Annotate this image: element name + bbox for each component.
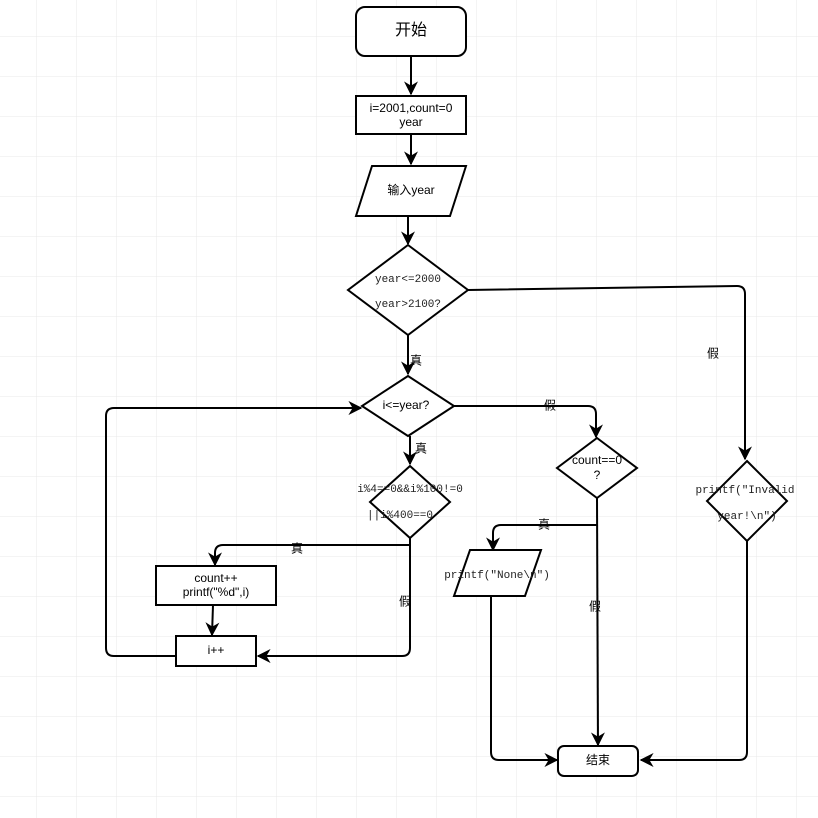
count-print-node[interactable]: count++ printf("%d",i) xyxy=(155,565,277,606)
edge-leap-false xyxy=(256,545,411,663)
loop-condition-node[interactable]: i<=year? xyxy=(360,374,456,438)
count-label-2: printf("%d",i) xyxy=(183,585,250,599)
range-label-2: year>2100? xyxy=(375,299,441,311)
leap-label-1: i%4==0&&i%100!=0 xyxy=(357,484,463,496)
count-zero-node[interactable]: count==0 ? xyxy=(555,436,639,500)
none-label: printf("None\n") xyxy=(444,570,550,582)
leap-label-2: ||i%400==0 xyxy=(367,510,433,522)
label-range-false: 假 xyxy=(707,347,719,361)
label-range-true: 真 xyxy=(410,354,422,368)
edge-invalid-end xyxy=(639,541,748,767)
input-node[interactable]: 输入year xyxy=(354,165,468,217)
edge-zero-false xyxy=(590,497,605,747)
invalid-node[interactable]: printf("Invalid year!\n") xyxy=(695,459,795,543)
zero-label-1: count==0 xyxy=(572,453,622,467)
edge-labels: 假 真 真 假 真 假 真 假 xyxy=(291,347,719,614)
count-label-1: count++ xyxy=(194,571,237,585)
zero-label-2: ? xyxy=(594,468,601,482)
edge-none-end xyxy=(490,596,559,767)
init-label-1: i=2001,count=0 xyxy=(370,101,453,115)
edge-loop-back xyxy=(105,401,363,657)
increment-label: i++ xyxy=(208,643,225,657)
label-loop-false: 假 xyxy=(544,399,556,413)
edge-range-false xyxy=(467,284,752,461)
increment-node[interactable]: i++ xyxy=(175,635,257,667)
label-loop-true: 真 xyxy=(415,442,427,456)
start-node[interactable]: 开始 xyxy=(355,6,467,57)
end-node[interactable]: 结束 xyxy=(557,745,639,777)
input-label: 输入year xyxy=(387,182,434,197)
range-check-node[interactable]: year<=2000 year>2100? xyxy=(346,243,470,337)
invalid-label-2: year!\n") xyxy=(717,511,776,523)
label-leap-true: 真 xyxy=(291,542,303,556)
edge-count-increment xyxy=(205,604,220,637)
print-none-node[interactable]: printf("None\n") xyxy=(444,549,550,597)
end-label: 结束 xyxy=(586,753,610,767)
init-label-2: year xyxy=(399,115,422,129)
init-node[interactable]: i=2001,count=0 year xyxy=(355,95,467,135)
label-leap-false: 假 xyxy=(399,595,411,609)
start-label: 开始 xyxy=(395,21,427,39)
edges xyxy=(105,56,752,767)
edge-leap-true xyxy=(208,538,411,567)
edge-zero-true xyxy=(486,524,597,552)
invalid-label-1: printf("Invalid xyxy=(695,485,794,497)
label-zero-true: 真 xyxy=(538,518,550,532)
loop-label: i<=year? xyxy=(383,398,430,412)
edge-loop-false xyxy=(454,405,603,439)
label-zero-false: 假 xyxy=(589,600,601,614)
leap-check-node[interactable]: i%4==0&&i%100!=0 ||i%400==0 xyxy=(357,464,463,540)
range-label-1: year<=2000 xyxy=(375,274,441,286)
